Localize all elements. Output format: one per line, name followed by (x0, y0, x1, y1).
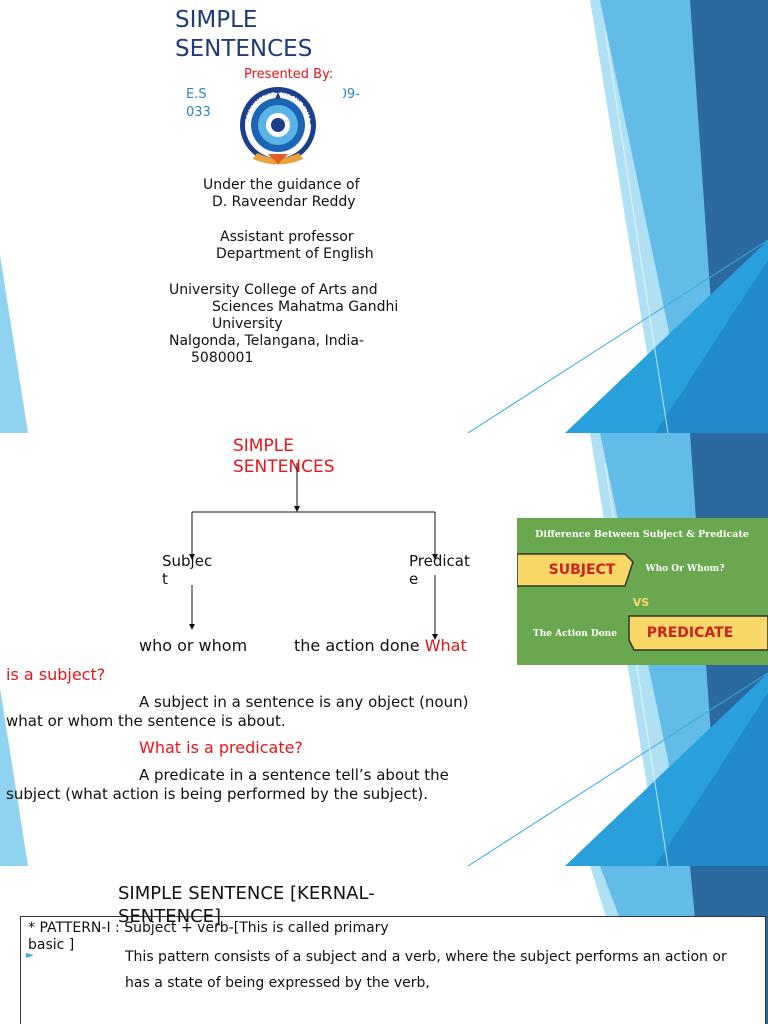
svg-text:Difference Between Subject & P: Difference Between Subject & Predicate (535, 529, 749, 540)
predicate-answer: A predicate in a sentence tell’s about t… (6, 766, 449, 803)
slide-kernal-sentence: SIMPLE SENTENCE [KERNAL- SENTENCE] * PAT… (0, 866, 768, 1024)
question-predicate: What is a predicate? (139, 738, 303, 757)
college-block: University College of Arts and Sciences … (169, 282, 399, 366)
presented-by-label: Presented By: (244, 67, 334, 82)
tree-connectors (189, 463, 438, 640)
page-title: SIMPLE SENTENCES (175, 7, 313, 62)
university-logo: MAHATMA GANDHI UNIVERSITY (210, 78, 343, 172)
subject-vs-predicate-image: Difference Between Subject & Predicate S… (516, 518, 768, 665)
action-done-line: the action done What (294, 636, 467, 655)
bullet-arrow-icon: ► (26, 950, 34, 961)
predicate-node: Predicat e (409, 552, 470, 588)
pattern-heading: * PATTERN-I : Subject + verb-[This is ca… (28, 920, 389, 953)
subject-node: Subjec t (162, 552, 213, 588)
svg-text:Who Or Whom?: Who Or Whom? (645, 564, 725, 574)
svg-text:VS: VS (633, 596, 650, 609)
pattern-description: This pattern consists of a subject and a… (125, 949, 727, 991)
guidance-block: Under the guidance of D. Raveendar Reddy (203, 177, 360, 210)
slide-heading: SIMPLE SENTENCES (233, 436, 335, 477)
slide-simple-sentences: SIMPLE SENTENCES Subjec t Predicat e who… (0, 433, 768, 866)
svg-text:SUBJECT: SUBJECT (549, 562, 616, 578)
svg-text:PREDICATE: PREDICATE (647, 625, 734, 641)
question-subject: is a subject? (6, 665, 106, 684)
subject-answer: A subject in a sentence is any object (n… (6, 693, 469, 730)
slide-decoration (0, 0, 768, 433)
designation-block: Assistant professor Department of Englis… (216, 229, 374, 262)
svg-text:The Action Done: The Action Done (533, 629, 617, 639)
slide-heading: SIMPLE SENTENCE [KERNAL- SENTENCE] (118, 883, 375, 927)
who-or-whom-label: who or whom (139, 636, 248, 655)
pattern-box (20, 916, 766, 1024)
